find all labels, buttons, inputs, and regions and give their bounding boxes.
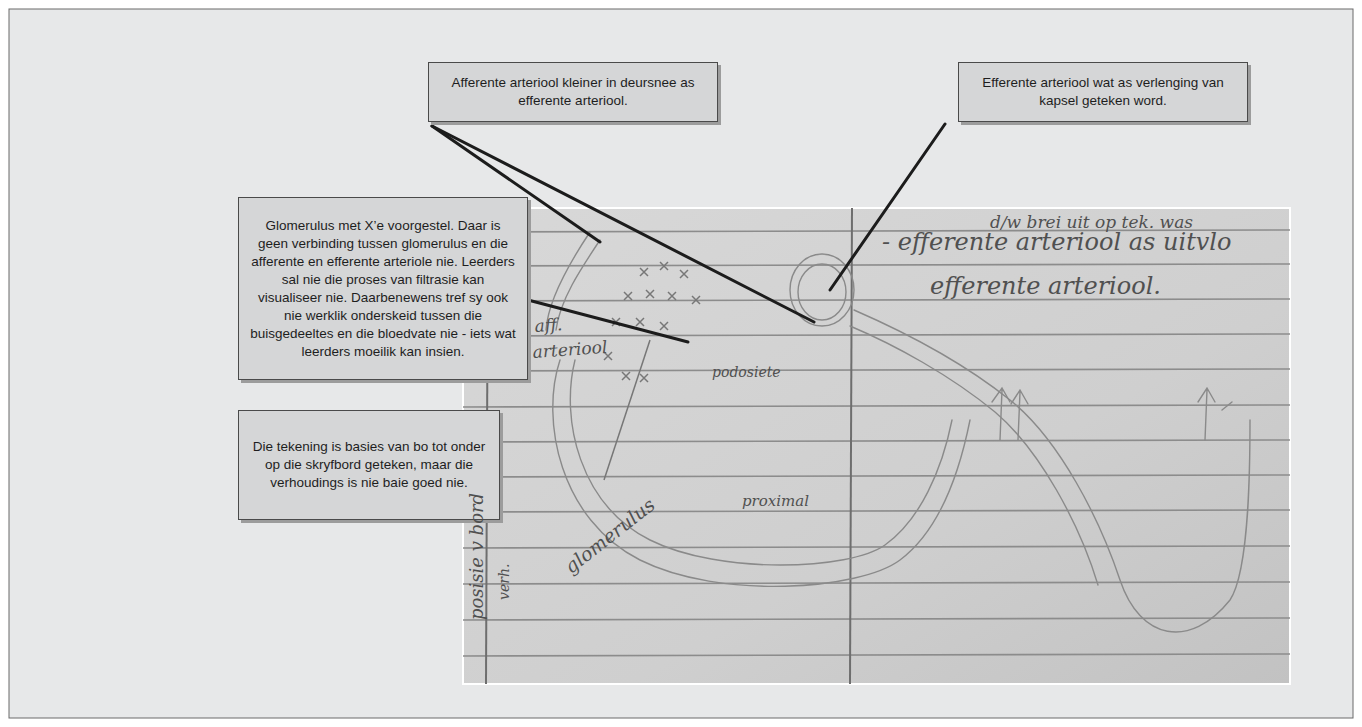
handwritten-label: proximal [742, 492, 809, 510]
notebook-photo [463, 208, 1290, 684]
callout-text: Efferente arteriool wat as verlenging va… [969, 74, 1237, 110]
callout-box: Die tekening is basies van bo tot onder … [238, 410, 500, 520]
callout-box: Afferente arteriool kleiner in deursnee … [428, 62, 718, 122]
handwritten-label: - efferente arteriool as uitvlo [882, 228, 1231, 256]
callout-box: Glomerulus met X’e voorgestel. Daar is g… [238, 197, 528, 380]
figure-frame [9, 9, 1353, 718]
callout-text: Glomerulus met X’e voorgestel. Daar is g… [249, 217, 517, 361]
handwritten-label: aff. [534, 314, 563, 336]
handwritten-label: podosiete [712, 364, 781, 380]
callout-text: Afferente arteriool kleiner in deursnee … [439, 74, 707, 110]
glomerulus-crosses [604, 262, 700, 480]
handwritten-label: posisie v bord [466, 493, 487, 620]
handwritten-label: efferente arteriool. [930, 272, 1161, 300]
handwritten-label: verh. [496, 564, 512, 600]
callout-box: Efferente arteriool wat as verlenging va… [958, 62, 1248, 122]
callout-text: Die tekening is basies van bo tot onder … [249, 438, 489, 492]
